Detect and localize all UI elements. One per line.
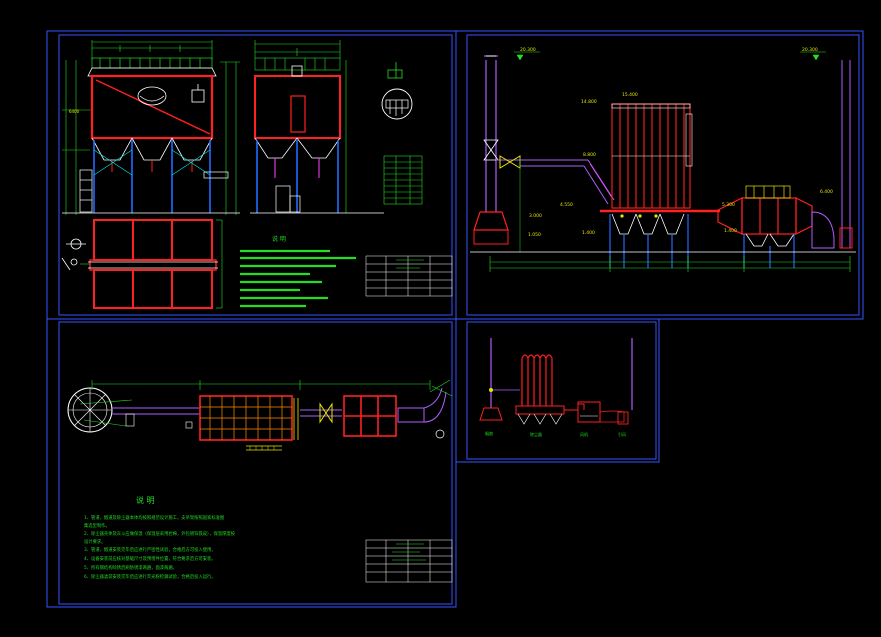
sheet2-ground-dims xyxy=(470,251,856,272)
elev-top-a: 14.800 xyxy=(581,99,597,105)
sheet3: 说 明 1、管道、烟道及除尘器本体均按照规范设计施工，支吊架按照国家标准图 集选… xyxy=(67,379,453,583)
ductwork[interactable]: 8.800 4.550 3.000 1.050 1.400 xyxy=(519,152,615,252)
sheet1-frame-inner xyxy=(58,34,453,316)
flow-label-fan: 风机 xyxy=(580,431,588,437)
note-2: 2、除尘器壳体及灰斗应做保温（保温层采用岩棉，外包镀锌铁皮），保温厚度按 xyxy=(84,530,236,537)
elev-low-b: 1.050 xyxy=(528,232,541,238)
note-6: 6、除尘器滤袋安装完毕后应进行荧光粉检漏试验，合格后投入运行。 xyxy=(84,573,216,580)
sheet3-frame-outer[interactable] xyxy=(46,318,457,608)
plan-duct[interactable] xyxy=(91,380,431,429)
sheet3-notes-title: 说 明 xyxy=(136,495,155,505)
note-5: 5、所有钢结构除锈后刷防锈漆两遍，面漆两遍。 xyxy=(84,564,177,571)
sheet1-notes: 说 明 xyxy=(240,235,356,308)
sheet1: 6400 xyxy=(61,40,453,309)
elev-r1: 5.300 xyxy=(722,202,735,208)
plan-secondary-unit[interactable] xyxy=(343,379,453,439)
parts-table-small xyxy=(383,155,423,205)
svg-text:6400: 6400 xyxy=(69,109,80,114)
sheet3-notes: 说 明 1、管道、烟道及除尘器本体均按照规范设计施工，支吊架按照国家标准图 集选… xyxy=(84,495,236,580)
front-elevation[interactable]: 6400 xyxy=(62,40,240,215)
flow-stack[interactable]: 引风 xyxy=(599,338,633,437)
sheet1-frame-outer[interactable] xyxy=(46,30,457,320)
note-1: 1、管道、烟道及除尘器本体均按照规范设计施工，支吊架按照国家标准图 xyxy=(84,514,224,521)
left-chimney[interactable]: 20.300 xyxy=(473,47,540,245)
sheet-frames xyxy=(46,30,864,608)
elev-right: 20.300 xyxy=(802,47,818,53)
note-3: 3、管道、烟道安装完毕后应进行严密性试验，合格后方可投入使用。 xyxy=(84,546,216,553)
flow-filter[interactable]: 除尘器 xyxy=(515,354,565,437)
elev-mid-b: 4.550 xyxy=(560,202,573,208)
sheet2: 20.300 8.800 4.550 3.000 1.050 1.400 xyxy=(470,47,856,272)
sheet2-frame-inner xyxy=(466,34,860,316)
flow-label-filter: 除尘器 xyxy=(530,431,542,437)
detail-symbols xyxy=(381,62,413,120)
elev-r3: 6.400 xyxy=(820,189,833,195)
note-4: 4、设备安装前应核对基础尺寸及预埋件位置，符合要求后方可安装。 xyxy=(84,555,216,562)
plan-filter[interactable] xyxy=(199,395,342,451)
main-bag-filter[interactable]: 14.800 15.400 xyxy=(581,92,720,268)
note-1b: 集选型制作。 xyxy=(84,522,110,529)
flow-label-chimney: 烟囱 xyxy=(485,430,493,436)
elev-mid-a: 8.800 xyxy=(583,152,596,158)
elev-r2: 1.400 xyxy=(724,228,737,234)
sheet1-title-block xyxy=(365,255,453,297)
sheet4-frame-inner xyxy=(466,321,657,460)
elev-low-c: 1.400 xyxy=(582,230,595,236)
note-2b: 设计要求。 xyxy=(84,538,105,545)
sheet3-title-block xyxy=(365,539,453,583)
sheet1-notes-title: 说 明 xyxy=(272,235,286,243)
flow-chimney[interactable]: 烟囱 xyxy=(479,338,520,436)
plan-view[interactable] xyxy=(61,219,223,309)
elev-top-b: 15.400 xyxy=(622,92,638,98)
sheet4: 烟囱 除尘器 xyxy=(479,338,633,437)
flow-label-stack: 引风 xyxy=(618,431,626,437)
side-elevation[interactable] xyxy=(250,40,384,214)
elev-left: 20.300 xyxy=(520,47,536,53)
sheet3-frame-inner xyxy=(58,321,453,605)
sheet4-frame-outer[interactable] xyxy=(455,318,660,463)
plan-fan[interactable] xyxy=(67,387,133,433)
right-unit[interactable]: 20.300 5.300 1.400 6.400 xyxy=(717,47,853,268)
elev-low-a: 3.000 xyxy=(529,213,542,219)
flow-fan[interactable]: 风机 xyxy=(564,401,601,437)
